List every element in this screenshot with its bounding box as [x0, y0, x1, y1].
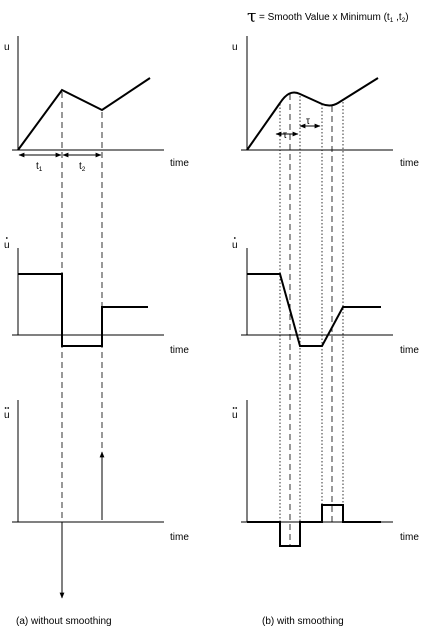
panel-a-velocity: u time: [4, 237, 189, 356]
panel-b-displacement: u time τ τ: [232, 36, 419, 169]
tau-label: τ: [283, 130, 287, 141]
time-axis-label: time: [170, 532, 189, 543]
formula-text: = Smooth Value x Minimum (t1 ,t2): [259, 12, 409, 24]
time-axis-label: time: [400, 158, 419, 169]
time-axis-label: time: [170, 158, 189, 169]
u-axis-label: u: [4, 42, 10, 53]
smoothed-velocity-curve: [247, 273, 381, 347]
displacement-curve: [17, 77, 151, 151]
time-axis-label: time: [400, 345, 419, 356]
time-axis-label: time: [400, 532, 419, 543]
u-dot-axis-label: u: [232, 240, 238, 251]
panel-a-acceleration: u time: [4, 400, 189, 599]
u-ddot-axis-label: u: [4, 410, 10, 421]
caption-left: (a) without smoothing: [16, 616, 112, 627]
panel-b-acceleration: u time: [232, 400, 419, 547]
header-formula: τ = Smooth Value x Minimum (t1 ,t2): [247, 7, 409, 27]
panel-a-displacement: u time t1 t2: [4, 36, 189, 173]
time-axis-label: time: [170, 345, 189, 356]
u-axis-label: u: [232, 42, 238, 53]
smoothed-acceleration-curve: [247, 504, 381, 547]
tau-label: τ: [306, 116, 310, 127]
panel-b-velocity: u time: [232, 237, 419, 356]
u-dot-axis-label: u: [4, 240, 10, 251]
u-ddot-axis-label: u: [232, 410, 238, 421]
caption-right: (b) with smoothing: [262, 616, 344, 627]
panel-b-guides: [279, 94, 344, 546]
t1-label: t1: [36, 161, 43, 173]
t2-label: t2: [79, 161, 86, 173]
smoothed-displacement-curve: [246, 77, 379, 151]
formula-tau-symbol: τ: [247, 7, 256, 27]
velocity-curve: [18, 273, 148, 347]
panel-a-guides: [61, 92, 103, 522]
